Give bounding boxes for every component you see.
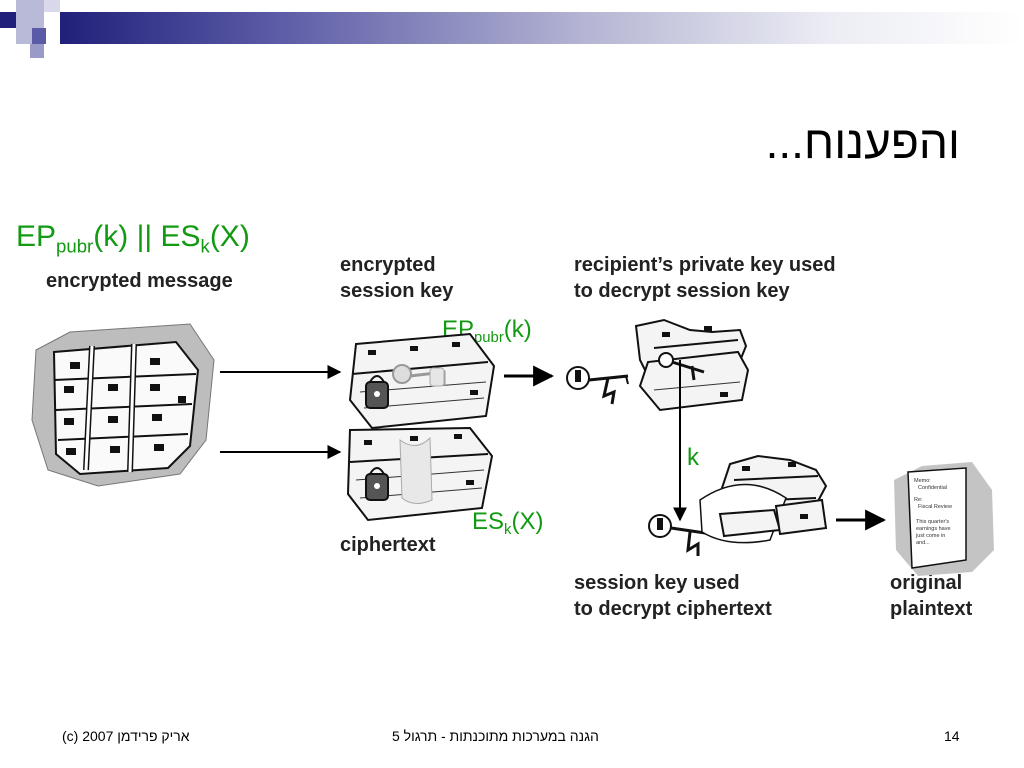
label-session-used-line2: to decrypt ciphertext [574, 598, 772, 620]
private-key-chest-illustration [566, 318, 750, 412]
formula-main-mid: (k) || ES [93, 220, 201, 253]
formula-sk-k: (k) [503, 316, 532, 343]
header-square-light-2 [44, 0, 60, 12]
doc-line-6: earnings have [916, 526, 951, 532]
footer-author: (c) 2007 אריק פרידמן [62, 728, 190, 744]
doc-line-5: This quarter's [916, 519, 949, 525]
label-ciphertext: ciphertext [340, 534, 436, 556]
footer-course: הגנה במערכות מתוכנתות - תרגול 5 [392, 728, 599, 744]
locked-suitcase-key-illustration [348, 332, 496, 430]
label-original-line2: plaintext [890, 598, 973, 620]
doc-line-2: Confidential [918, 485, 947, 491]
header-gradient-bar [60, 12, 1024, 44]
header-square-light-4 [30, 44, 44, 58]
slide-title: והפענוח... [765, 116, 960, 168]
formula-encrypted-message: EPpubr(k) || ESk(X) [16, 220, 250, 258]
footer-page-number: 14 [944, 728, 960, 744]
session-key-chest-illustration [648, 454, 828, 556]
ciphertext-suitcase-illustration [346, 426, 494, 522]
header-square-navy-2 [32, 28, 46, 44]
doc-line-4: Fiscal Review [918, 504, 952, 510]
formula-ct-x: (X) [511, 508, 544, 535]
formula-ct-es: ES [472, 508, 505, 535]
formula-ciphertext: ESk(X) [472, 508, 543, 538]
formula-ct-k: k [504, 522, 512, 539]
header-square-light-3 [16, 28, 32, 44]
formula-key-k: k [687, 444, 699, 471]
label-recipient-line1: recipient’s private key used [574, 254, 836, 276]
doc-line-7: just come in [915, 533, 945, 539]
doc-line-3: Re: [914, 497, 923, 503]
label-original-line1: original [890, 572, 963, 594]
doc-line-1: Memo: [914, 478, 931, 484]
formula-main-pubr: pubr [56, 235, 94, 257]
encrypted-package-illustration [31, 323, 215, 487]
formula-main-k: k [200, 235, 210, 257]
header-square-navy-1 [0, 12, 16, 28]
formula-sk-pubr: pubr [474, 330, 504, 347]
label-recipient-line2: to decrypt session key [574, 280, 790, 302]
doc-line-8: and... [916, 540, 930, 546]
formula-main-ep: EP [16, 220, 57, 253]
label-encrypted-session-key-line2: session key [340, 280, 454, 302]
label-encrypted-session-key-line1: encrypted [340, 254, 436, 276]
formula-main-x: (X) [209, 220, 250, 253]
header-square-light-1 [16, 0, 44, 28]
label-session-used-line1: session key used [574, 572, 740, 594]
plaintext-document-illustration: Memo: Confidential Re: Fiscal Review Thi… [894, 462, 994, 576]
label-encrypted-message: encrypted message [46, 270, 233, 292]
